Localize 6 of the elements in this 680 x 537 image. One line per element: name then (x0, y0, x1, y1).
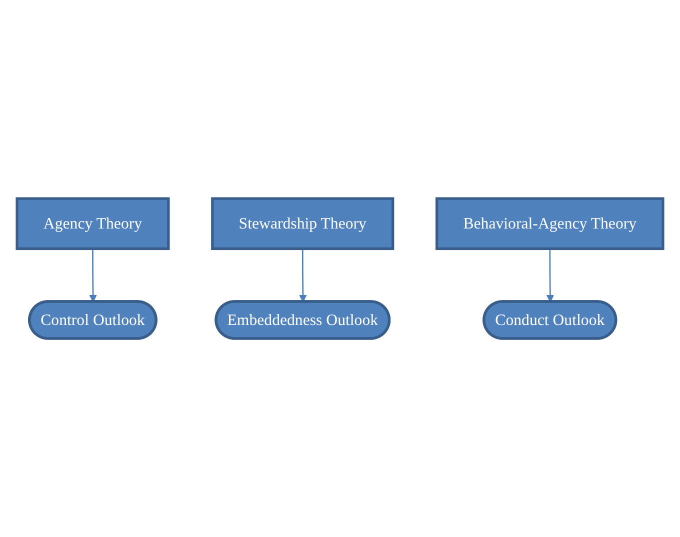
node-box: Agency Theory (16, 197, 170, 250)
arrow (546, 248, 554, 302)
node-box: Behavioral-Agency Theory (436, 197, 664, 250)
arrow (299, 248, 307, 302)
node-box: Stewardship Theory (211, 197, 394, 250)
arrow (89, 248, 97, 302)
